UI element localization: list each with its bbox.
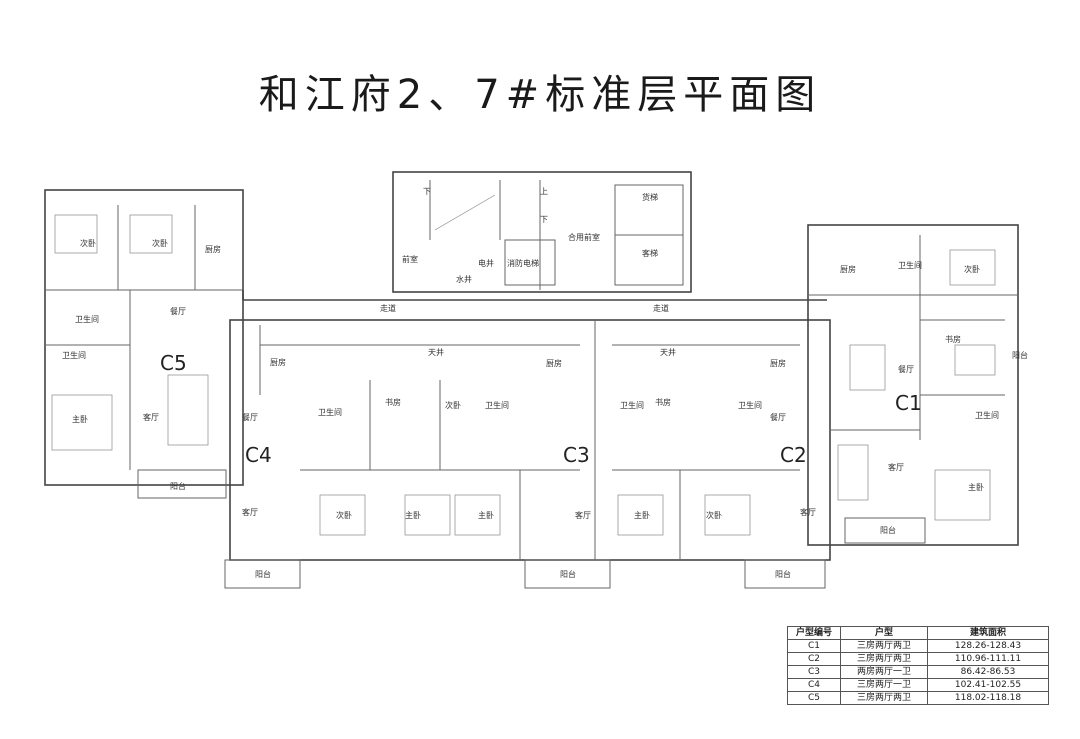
core-up: 上 (540, 187, 548, 196)
c5-master-bedroom: 主卧 (72, 414, 88, 424)
c5-second-bedroom-1: 次卧 (80, 238, 96, 248)
legend-header-code: 户型编号 (787, 626, 841, 640)
legend-cell-area: 118.02-118.18 (927, 691, 1049, 705)
core-elevator: 货梯 (642, 192, 658, 202)
legend-cell-type: 三房两厅一卫 (840, 678, 928, 692)
unit-label-c3: C3 (563, 443, 590, 467)
c4-living: 客厅 (242, 507, 258, 517)
core-down-2: 下 (540, 215, 548, 224)
middle-block-walls (224, 319, 831, 589)
c4-bathroom: 卫生间 (318, 407, 342, 417)
legend-cell-area: 110.96-111.11 (927, 652, 1049, 666)
c2-master-bedroom: 主卧 (634, 510, 650, 520)
c2-kitchen: 厨房 (770, 358, 786, 368)
c3-balcony: 阳台 (560, 569, 576, 579)
page-title: 和江府2、7#标准层平面图 (258, 72, 822, 118)
core-front-room: 前室 (402, 254, 418, 264)
core-elevator-2: 客梯 (642, 248, 658, 258)
core-shared-front-room: 合用前室 (568, 232, 600, 242)
unit-label-c1: C1 (895, 391, 922, 415)
c3-living: 客厅 (575, 510, 591, 520)
legend-row: C2 三房两厅两卫 110.96-111.11 (787, 652, 1049, 666)
legend-header-row: 户型编号 户型 建筑面积 (787, 626, 1049, 640)
c5-second-bedroom-2: 次卧 (152, 238, 168, 248)
legend-cell-code: C1 (787, 639, 841, 653)
c1-second-bedroom: 次卧 (964, 264, 980, 274)
c2-bathroom-1: 卫生间 (620, 400, 644, 410)
legend-cell-code: C4 (787, 678, 841, 692)
c5-living: 客厅 (143, 412, 159, 422)
c1-master-bedroom: 主卧 (968, 482, 984, 492)
c4-dining: 餐厅 (242, 413, 258, 422)
c2-balcony: 阳台 (775, 569, 791, 579)
unit-c5-walls (44, 189, 244, 499)
legend-cell-area: 86.42-86.53 (927, 665, 1049, 679)
c4-balcony: 阳台 (255, 569, 271, 579)
c4-kitchen: 厨房 (270, 357, 286, 367)
c1-living: 客厅 (888, 462, 904, 472)
legend-cell-type: 三房两厅两卫 (840, 652, 928, 666)
legend-cell-area: 128.26-128.43 (927, 639, 1049, 653)
c5-bathroom-2: 卫生间 (62, 350, 86, 360)
unit-label-c5: C5 (160, 351, 187, 375)
c1-balcony-1: 阳台 (1012, 350, 1028, 360)
core-fire-elevator: 消防电梯 (507, 258, 539, 268)
legend-row: C1 三房两厅两卫 128.26-128.43 (787, 639, 1049, 653)
legend-header-area: 建筑面积 (927, 626, 1049, 640)
c1-dining: 餐厅 (898, 365, 914, 374)
legend-cell-code: C3 (787, 665, 841, 679)
c5-dining: 餐厅 (170, 307, 186, 316)
core-electric-well: 电井 (478, 258, 494, 268)
c1-bathroom-2: 卫生间 (975, 410, 999, 420)
legend-cell-type: 两房两厅一卫 (840, 665, 928, 679)
legend-cell-type: 三房两厅两卫 (840, 691, 928, 705)
c5-balcony: 阳台 (170, 481, 186, 491)
c5-kitchen: 厨房 (205, 244, 221, 254)
legend-cell-type: 三房两厅两卫 (840, 639, 928, 653)
c1-balcony-2: 阳台 (880, 525, 896, 535)
c1-kitchen: 厨房 (840, 264, 856, 274)
legend-row: C3 两房两厅一卫 86.42-86.53 (787, 665, 1049, 679)
core-walls (243, 171, 827, 301)
c5-bathroom-1: 卫生间 (75, 314, 99, 324)
core-down-1: 下 (423, 187, 431, 196)
corridor-right: 走道 (653, 303, 669, 313)
c4-master-bedroom: 主卧 (405, 510, 421, 520)
c3-master-bedroom: 主卧 (478, 510, 494, 520)
c2-bathroom-2: 卫生间 (738, 400, 762, 410)
c1-study: 书房 (945, 334, 961, 344)
light-well-right: 天井 (660, 347, 676, 357)
legend-row: C4 三房两厅一卫 102.41-102.55 (787, 678, 1049, 692)
corridor-left: 走道 (380, 303, 396, 313)
light-well-left: 天井 (428, 347, 444, 357)
legend-row: C5 三房两厅两卫 118.02-118.18 (787, 691, 1049, 705)
unit-c1-walls (807, 224, 1019, 546)
c2-dining: 餐厅 (770, 413, 786, 422)
c4-study: 书房 (385, 397, 401, 407)
c4-second-bedroom-2: 次卧 (336, 510, 352, 520)
legend-cell-area: 102.41-102.55 (927, 678, 1049, 692)
legend-cell-code: C2 (787, 652, 841, 666)
core-water-well: 水井 (456, 274, 472, 284)
c1-bathroom-1: 卫生间 (898, 260, 922, 270)
c4-second-bedroom: 次卧 (445, 400, 461, 410)
legend-cell-code: C5 (787, 691, 841, 705)
unit-label-c4: C4 (245, 443, 272, 467)
unit-label-c2: C2 (780, 443, 807, 467)
legend-header-type: 户型 (840, 626, 928, 640)
c2-study: 书房 (655, 397, 671, 407)
c2-second-bedroom: 次卧 (706, 510, 722, 520)
unit-area-legend-table: 户型编号 户型 建筑面积 C1 三房两厅两卫 128.26-128.43 C2 … (787, 626, 1049, 705)
c3-kitchen: 厨房 (546, 358, 562, 368)
c3-bathroom: 卫生间 (485, 400, 509, 410)
